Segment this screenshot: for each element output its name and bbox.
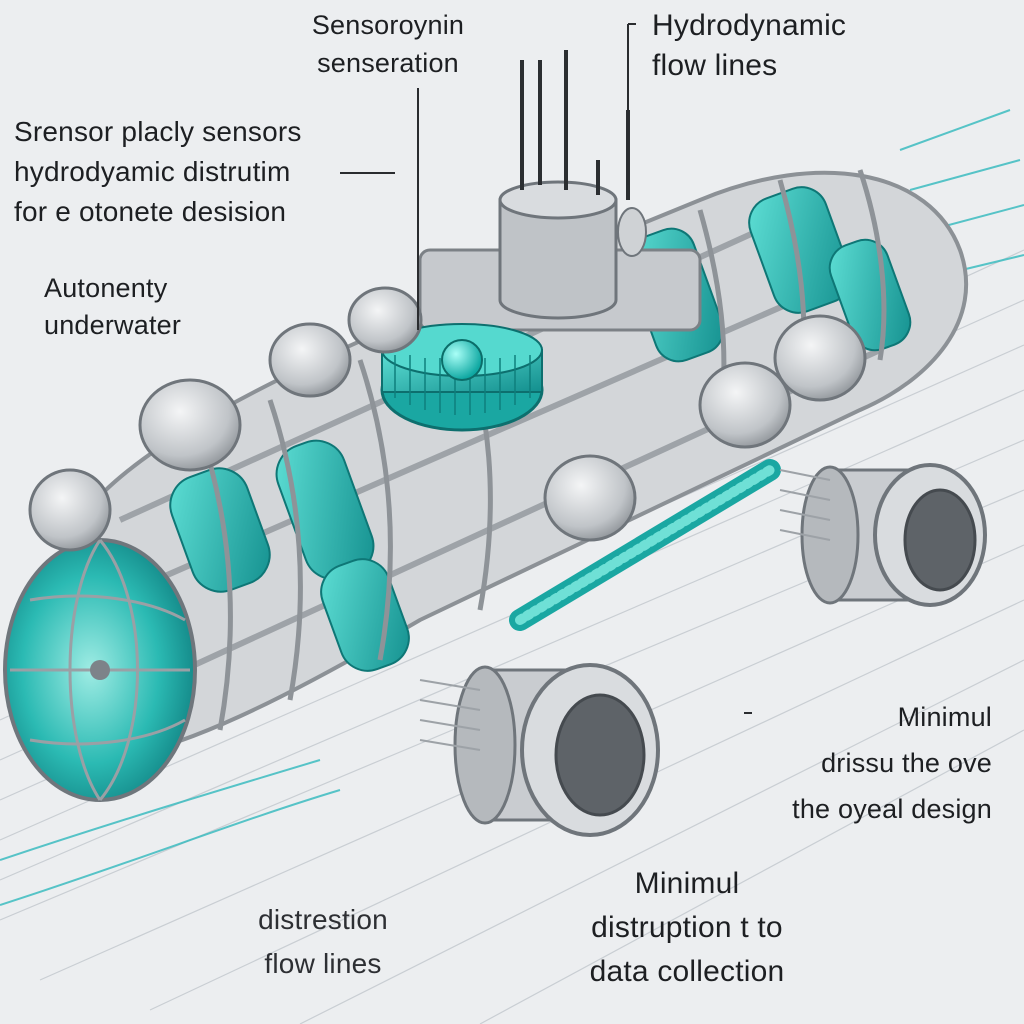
label-autonomous-underwater: Autonenty underwater — [44, 273, 182, 340]
thruster-large-right — [800, 463, 987, 607]
label-sensor-placement: Srensor placly sensors hydrodyamic distr… — [14, 116, 302, 227]
label-sensor-integration: Sensoroynin senseration — [311, 10, 465, 78]
ribbed-conduit — [509, 459, 781, 631]
teal-flow-lines — [0, 109, 1024, 906]
label-minimal-disruption-design: Minimul drissu the ove the oyeal design — [792, 702, 992, 824]
sonar-core — [380, 323, 544, 432]
label-distraction-flow-lines: distrestion flow lines — [258, 904, 388, 979]
thruster-large-bottom — [453, 663, 660, 837]
nose-dome — [3, 538, 197, 802]
label-minimal-disruption-data: Minimul distruption t to data collection — [589, 867, 785, 988]
label-hydrodynamic-flow-lines: Hydrodynamic flow lines — [652, 9, 847, 82]
thruster-pods — [28, 286, 987, 837]
leader-lines — [340, 23, 752, 714]
sensor-mast — [418, 50, 702, 332]
